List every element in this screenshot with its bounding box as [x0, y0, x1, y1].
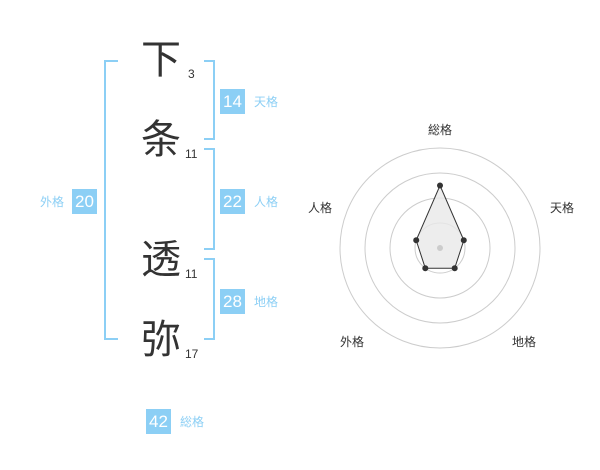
radar-point-3 [422, 265, 429, 272]
soukaku-value-badge: 42 [146, 409, 171, 434]
radar-label-soukaku: 総格 [428, 122, 452, 137]
chikaku-bracket [204, 258, 215, 340]
radar-point-0 [437, 182, 443, 189]
radar-point-4 [413, 237, 420, 244]
radar-label-gaikaku: 外格 [340, 334, 364, 349]
radar-center-dot [437, 245, 443, 251]
tenkaku-value-badge: 14 [220, 89, 245, 114]
name-char-1: 下 [141, 37, 181, 83]
radar-label-chikaku: 地格 [512, 334, 536, 349]
tenkaku-bracket [204, 60, 215, 140]
stroke-count-2: 11 [185, 147, 198, 161]
jinkaku-label: 人格 [254, 195, 279, 209]
stroke-count-1: 3 [188, 67, 195, 81]
gaikaku-bracket [104, 60, 118, 340]
name-char-4: 弥 [141, 317, 181, 363]
radar-point-1 [460, 237, 467, 244]
jinkaku-value-badge: 22 [220, 189, 245, 214]
stroke-count-3: 11 [185, 267, 198, 281]
tenkaku-label: 天格 [254, 95, 279, 109]
gaikaku-value-badge: 20 [72, 189, 97, 214]
soukaku-label: 総格 [180, 415, 205, 429]
radar-data-polygon [415, 184, 465, 269]
chikaku-value-badge: 28 [220, 289, 245, 314]
stroke-count-4: 17 [185, 347, 199, 361]
name-char-2: 条 [141, 117, 181, 163]
chikaku-label: 地格 [254, 295, 279, 309]
radar-point-2 [451, 265, 458, 272]
radar-label-jinkaku: 人格 [308, 200, 332, 215]
radar-ring-4 [339, 147, 541, 349]
name-char-3: 透 [141, 237, 181, 283]
jinkaku-bracket [204, 148, 215, 250]
gaikaku-label: 外格 [40, 195, 65, 209]
fortune-radar-chart: 総格 天格 地格 外格 人格 [308, 122, 574, 349]
radar-ring-3 [364, 172, 516, 324]
radar-data-points [413, 182, 467, 272]
radar-label-tenkaku: 天格 [550, 200, 574, 215]
